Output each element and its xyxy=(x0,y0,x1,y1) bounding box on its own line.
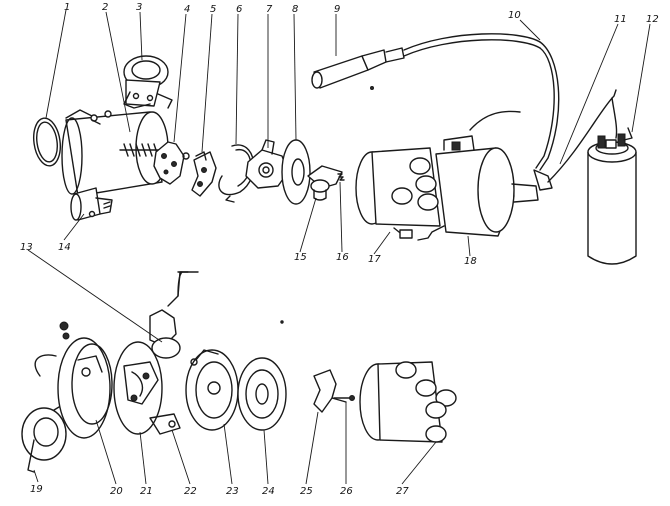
spring-part xyxy=(337,173,345,181)
label-18: 18 xyxy=(464,256,477,267)
label-24: 24 xyxy=(262,486,275,497)
rotor-bottom-part xyxy=(313,369,347,413)
label-15: 15 xyxy=(294,252,307,263)
vacuum-unit-top-part xyxy=(123,55,173,109)
label-25: 25 xyxy=(300,486,313,497)
leader-lines xyxy=(27,9,651,485)
label-10: 10 xyxy=(508,10,521,21)
label-9: 9 xyxy=(334,4,340,15)
ignition-coil-part xyxy=(587,127,637,265)
cam-part xyxy=(245,139,289,189)
distributor-body-part xyxy=(399,110,539,241)
label-1: 1 xyxy=(64,2,70,13)
label-12: 12 xyxy=(646,14,659,25)
o-ring-part xyxy=(33,117,61,167)
rotor-part xyxy=(307,165,343,201)
part-number-labels: 1 2 3 4 5 6 7 8 9 10 11 12 13 14 15 16 1… xyxy=(20,2,659,497)
clip-bottom-part xyxy=(149,413,181,435)
weights-part xyxy=(191,151,217,197)
label-8: 8 xyxy=(292,4,298,15)
label-3: 3 xyxy=(136,2,142,13)
label-22: 22 xyxy=(184,486,197,497)
housing-part xyxy=(61,109,169,197)
disc-bottom-part xyxy=(237,357,287,431)
label-13: 13 xyxy=(20,242,33,253)
label-5: 5 xyxy=(210,4,216,15)
advance-plate-part xyxy=(153,141,190,185)
contact-part xyxy=(333,395,355,401)
label-21: 21 xyxy=(140,486,153,497)
housing-bottom-part xyxy=(34,321,113,439)
disc-part xyxy=(281,139,311,205)
speck xyxy=(370,86,374,90)
label-4: 4 xyxy=(184,4,190,15)
label-17: 17 xyxy=(368,254,381,265)
label-7: 7 xyxy=(266,4,273,15)
speck xyxy=(280,320,284,324)
advance-unit-part xyxy=(185,349,239,431)
label-26: 26 xyxy=(340,486,353,497)
label-2: 2 xyxy=(102,2,108,13)
coil-leads-part xyxy=(533,41,618,191)
distributor-cap-top-part xyxy=(355,147,441,237)
breaker-plate-part xyxy=(113,271,199,435)
label-23: 23 xyxy=(226,486,239,497)
label-20: 20 xyxy=(110,486,123,497)
label-19: 19 xyxy=(30,484,43,495)
plug-lead-part xyxy=(311,33,541,89)
label-16: 16 xyxy=(336,252,349,263)
distributor-cap-bottom-part xyxy=(359,361,457,443)
label-27: 27 xyxy=(396,486,409,497)
capacitor-part xyxy=(70,187,113,221)
label-14: 14 xyxy=(58,242,71,253)
label-6: 6 xyxy=(236,4,242,15)
label-11: 11 xyxy=(614,14,627,25)
